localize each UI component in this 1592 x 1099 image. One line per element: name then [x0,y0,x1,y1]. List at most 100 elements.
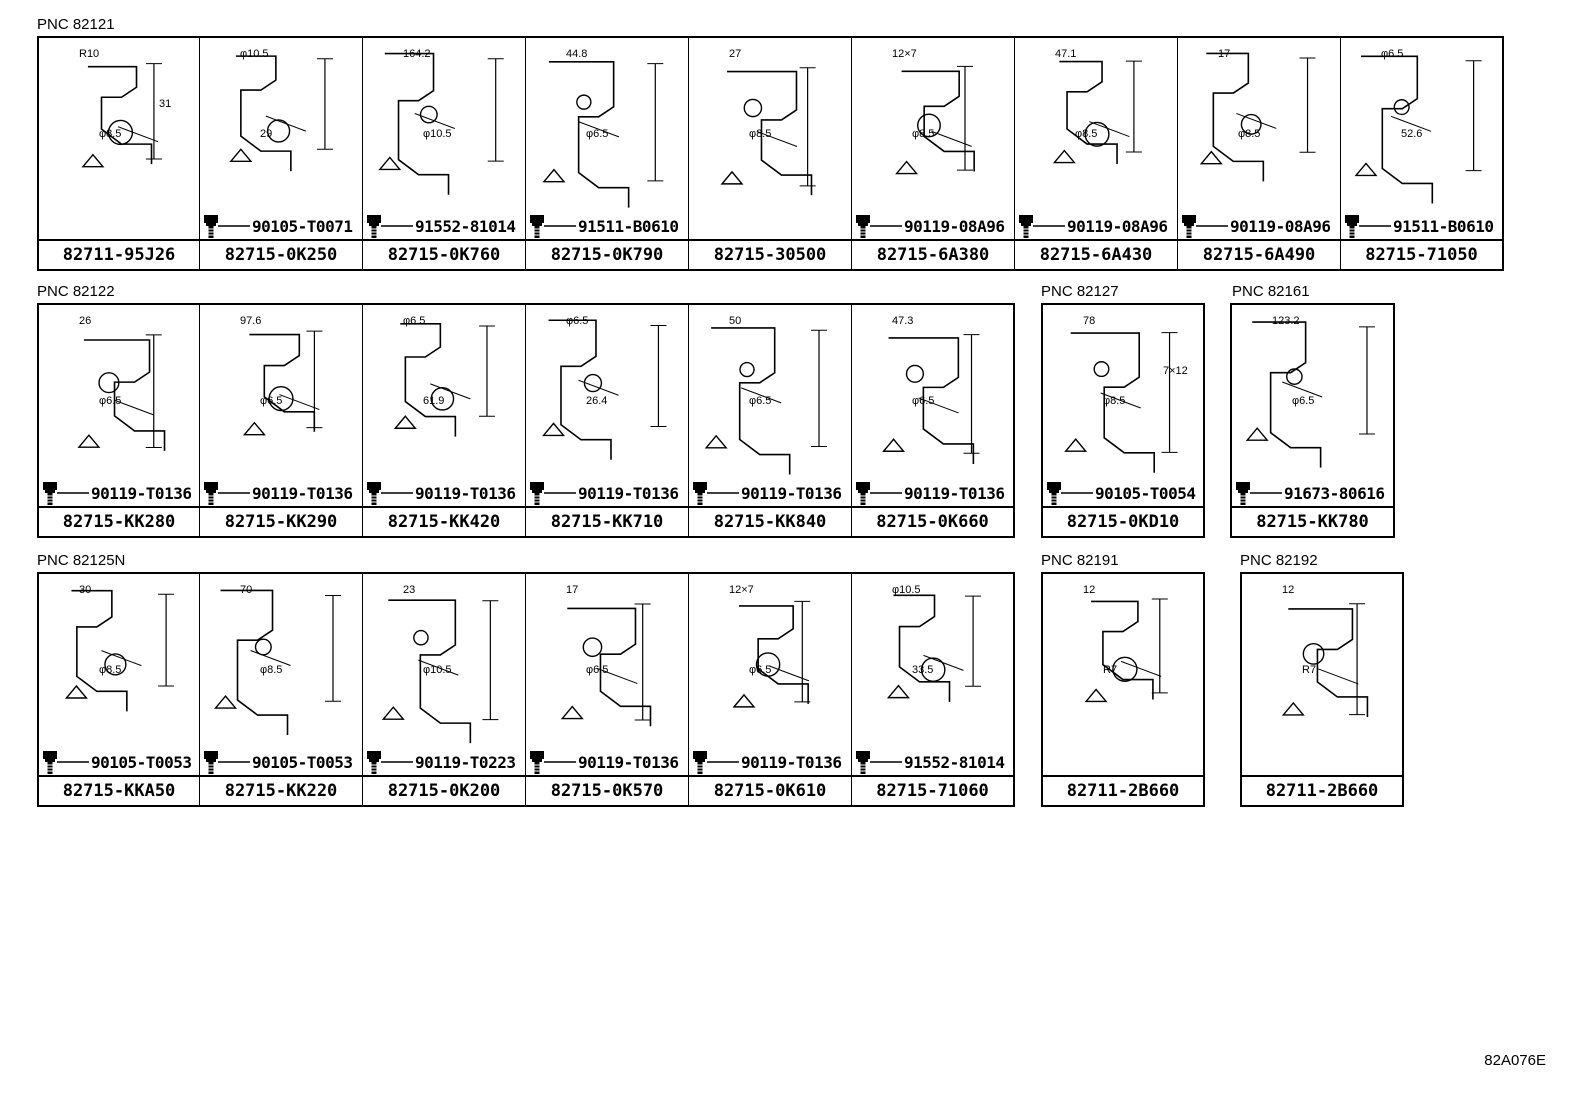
bolt-callout: 90119-08A96 [854,213,1005,239]
bolt-part-number: 91552-81014 [415,216,516,236]
part-number: 82715-0K760 [363,239,525,269]
bracket-drawing [720,67,816,196]
dimension-label: φ6.5 [912,395,935,407]
part-number: 82715-0K790 [526,239,688,269]
bolt-icon [693,482,739,505]
bolt-part-number: 90119-08A96 [1230,216,1331,236]
dimension-label: 47.3 [892,315,914,327]
bolt-part-number: 90119-08A96 [1067,216,1168,236]
bolt-icon [530,482,576,505]
bracket-drawing [81,63,162,168]
dimension-label: 12 [1083,584,1096,596]
bracket-drawing [64,589,175,712]
bolt-icon [367,215,413,238]
bolt-part-number: 90119-T0136 [741,752,842,772]
part-number: 82715-0K250 [200,239,362,269]
part-number: 82715-71060 [852,775,1013,805]
dimension-label: 123.2 [1272,315,1300,327]
part-number: 82715-KK710 [526,506,688,536]
bolt-callout: 90105-T0053 [202,749,353,775]
part-number: 82715-6A380 [852,239,1014,269]
bolt-icon [204,215,250,238]
dimension-label: 47.1 [1055,48,1077,60]
dimension-label: 70 [240,584,253,596]
bolt-callout: 90119-08A96 [1017,213,1168,239]
dimension-label: 78 [1083,315,1096,327]
bolt-callout: 90119-T0136 [854,480,1005,506]
part-number: 82711-2B660 [1043,775,1203,805]
dimension-label: R7 [1103,664,1118,676]
dimension-label: φ6.5 [1381,48,1404,60]
diagram-code: 82A076E [1484,1052,1546,1069]
dimension-label: 17 [1218,48,1231,60]
bolt-callout: 91511-B0610 [1343,213,1494,239]
bolt-part-number: 90119-T0136 [904,483,1005,503]
bolt-part-number: 90105-T0053 [91,752,192,772]
part-number: 82715-KK840 [689,506,851,536]
pnc-label: PNC 82121 [37,16,115,33]
dimension-label: 52.6 [1401,128,1423,140]
bolt-part-number: 90119-T0136 [741,483,842,503]
bolt-part-number: 91552-81014 [904,752,1005,772]
dimension-label: 27 [729,48,742,60]
part-number: 82711-2B660 [1242,775,1402,805]
bolt-callout: 90119-T0136 [691,480,842,506]
dimension-label: φ10.5 [423,128,452,140]
bolt-icon [367,482,413,505]
dimension-label: φ6.5 [99,395,122,407]
dimension-label: φ8.5 [1075,128,1098,140]
pnc-label: PNC 82122 [37,283,115,300]
bolt-icon [530,215,576,238]
dimension-label: 29 [260,128,273,140]
bolt-part-number: 91673-80616 [1284,483,1385,503]
dimension-label: 44.8 [566,48,588,60]
bolt-part-number: 90119-T0136 [578,483,679,503]
bolt-callout: 90119-T0136 [365,480,516,506]
bolt-part-number: 90119-08A96 [904,216,1005,236]
bolt-icon [1236,482,1282,505]
bolt-icon [1019,215,1065,238]
bracket-drawing [1354,55,1482,204]
bracket-drawing [886,594,982,702]
bolt-part-number: 90105-T0071 [252,216,353,236]
pnc-label: PNC 82192 [1240,552,1318,569]
part-number: 82715-0K200 [363,775,525,805]
bolt-icon [856,482,902,505]
dimension-label: 26 [79,315,92,327]
bolt-part-number: 90105-T0054 [1095,483,1196,503]
bracket-drawing [1245,321,1375,468]
bolt-icon [1047,482,1093,505]
bolt-callout: 91552-81014 [854,749,1005,775]
bracket-drawing [242,330,323,436]
dimension-label: φ8.5 [99,664,122,676]
bolt-part-number: 90119-T0223 [415,752,516,772]
bolt-icon [856,215,902,238]
bracket-drawing [1199,52,1316,182]
bracket-drawing [378,52,504,195]
